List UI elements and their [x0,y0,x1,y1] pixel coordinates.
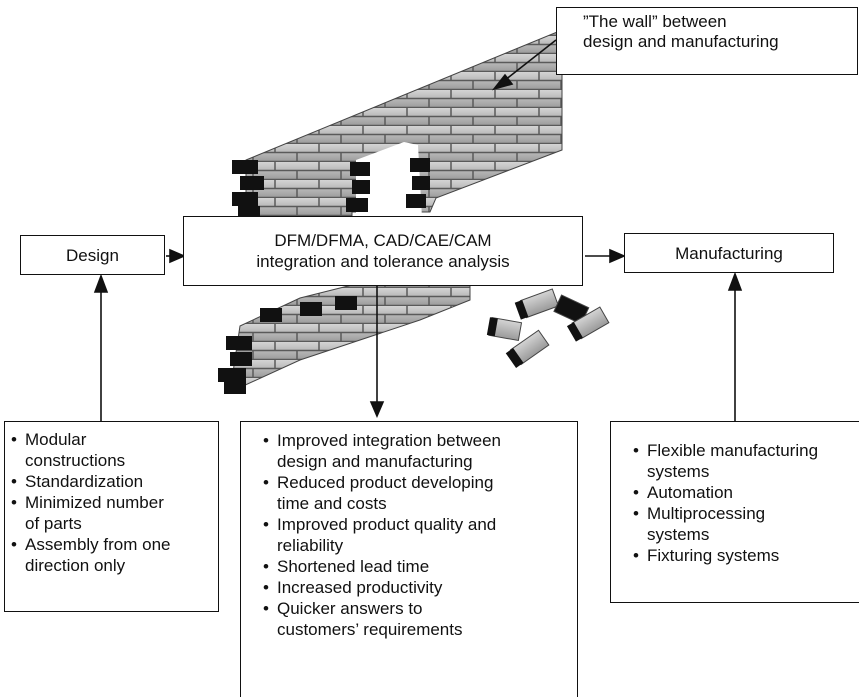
fallen-bricks [486,288,610,368]
wall-label-line-1: ”The wall” between [583,12,727,31]
wall-pointer-arrow [499,39,557,85]
center-process-box: DFM/DFMA, CAD/CAE/CAM integration and to… [183,216,583,286]
design-bullet: Modular constructions [11,429,210,471]
benefit-bullet: Increased productivity [263,577,569,598]
manufacturing-bullets-box: Flexible manufacturing systems Automatio… [610,421,859,603]
benefit-bullet: Reduced product developing time and cost… [263,472,569,514]
design-bullet: Minimized number of parts [11,492,210,534]
brick-wall-upper [232,29,563,219]
brick-wall-lower [218,271,471,394]
benefit-bullet: Quicker answers to customers’ requiremen… [263,598,569,640]
design-label: Design [66,245,119,265]
manufacturing-bullet: Multiprocessing systems [633,503,853,545]
wall-label-line-2: design and manufacturing [583,32,779,51]
design-bullet: Assembly from one direction only [11,534,210,576]
manufacturing-bullet: Automation [633,482,853,503]
design-box: Design [20,235,165,275]
benefit-bullet: Improved integration between design and … [263,430,569,472]
manufacturing-box: Manufacturing [624,233,834,273]
manufacturing-bullet: Flexible manufacturing systems [633,440,853,482]
center-line-1: DFM/DFMA, CAD/CAE/CAM [274,231,492,250]
benefit-bullet: Improved product quality and reliability [263,514,569,556]
manufacturing-label: Manufacturing [675,243,783,263]
center-line-2: integration and tolerance analysis [256,252,510,271]
design-bullet: Standardization [11,471,210,492]
benefit-bullet: Shortened lead time [263,556,569,577]
design-bullets-box: Modular constructions Standardization Mi… [4,421,219,612]
manufacturing-bullet: Fixturing systems [633,545,853,566]
benefits-bullets-box: Improved integration between design and … [240,421,578,697]
wall-label-box: ”The wall” between design and manufactur… [556,7,858,75]
